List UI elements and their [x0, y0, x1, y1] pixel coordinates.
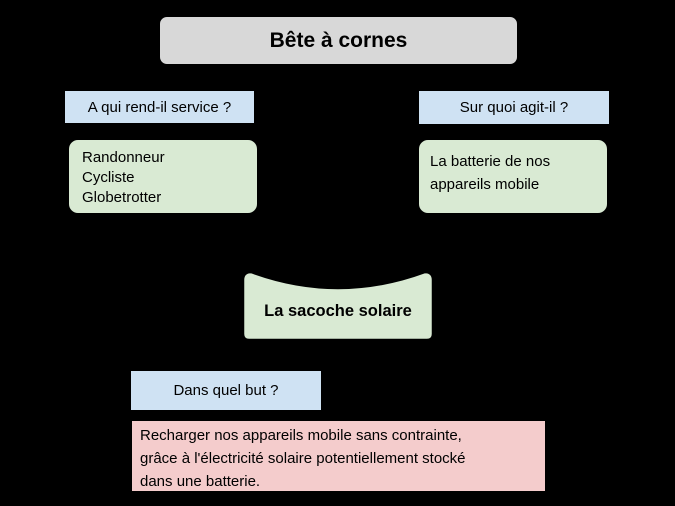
- answer-service-box: Randonneur Cycliste Globetrotter: [68, 139, 258, 214]
- question-service-box: A qui rend-il service ?: [64, 90, 255, 124]
- question-service-label: A qui rend-il service ?: [87, 98, 232, 116]
- answer-purpose-box: Recharger nos appareils mobile sans cont…: [131, 420, 546, 492]
- title-box: Bête à cornes: [157, 14, 520, 67]
- product-shape-path: [241, 270, 435, 342]
- product-shape: La sacoche solaire: [241, 268, 435, 344]
- question-acts-on-label: Sur quoi agit-il ?: [459, 99, 569, 116]
- question-purpose-box: Dans quel but ?: [130, 370, 322, 411]
- diagram-title: Bête à cornes: [269, 28, 408, 52]
- product-shape-svg: [241, 270, 435, 342]
- answer-acts-on-box: La batterie de nos appareils mobile: [418, 139, 608, 214]
- question-acts-on-box: Sur quoi agit-il ?: [418, 90, 610, 125]
- product-label: La sacoche solaire: [264, 301, 412, 320]
- question-purpose-label: Dans quel but ?: [173, 382, 279, 399]
